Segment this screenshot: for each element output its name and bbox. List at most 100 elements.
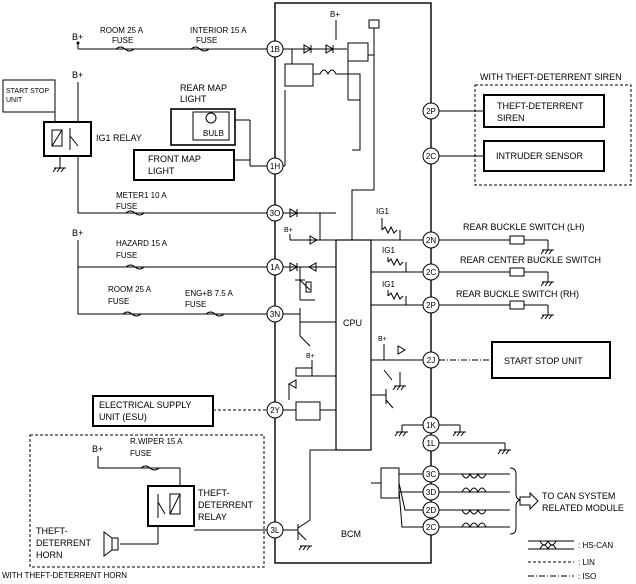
svg-text:RELAY: RELAY [198,512,227,522]
svg-text:B+: B+ [72,70,83,80]
pin-1A: 1A [266,258,284,276]
pin-2N: 2N [422,231,440,249]
svg-text:INTERIOR 15 A: INTERIOR 15 A [190,26,247,35]
svg-text:: ISO: : ISO [578,572,596,581]
rear-center-buckle: REAR CENTER BUCKLE SWITCH [439,255,601,287]
svg-text:UNIT (ESU): UNIT (ESU) [99,412,147,422]
svg-text:3L: 3L [271,526,280,535]
svg-text:FUSE: FUSE [116,202,137,211]
svg-text:B+: B+ [378,336,387,343]
pin-2J: 2J [422,351,440,369]
svg-text:RELATED MODULE: RELATED MODULE [542,503,624,513]
room-fuse-top: ROOM 25 A FUSE [100,26,144,52]
pin-2C-center: 2C [422,263,440,281]
svg-text:ROOM 25 A: ROOM 25 A [100,26,144,35]
svg-text:2P: 2P [426,107,436,116]
top-supply-line: B+ [72,32,267,50]
theft-horn-section: WITH THEFT-DETERRENT HORN B+ R.WIPER 15 … [2,434,267,580]
svg-text:HAZARD 15 A: HAZARD 15 A [116,239,168,248]
pin-3N: 3N [266,305,284,323]
svg-text:2J: 2J [427,356,435,365]
svg-text:THEFT-: THEFT- [36,526,68,536]
svg-text:START STOP: START STOP [6,88,49,95]
cpu-block [335,239,372,451]
front-map-light: FRONT MAP LIGHT [133,149,250,181]
to-can-system: TO CAN SYSTEM RELATED MODULE [519,491,624,513]
svg-text:IG1: IG1 [382,280,395,289]
svg-text:FUSE: FUSE [196,36,217,45]
pin-1H: 1H [266,157,284,175]
svg-text:FUSE: FUSE [116,251,137,260]
rear-buckle-lh: REAR BUCKLE SWITCH (LH) [439,222,585,255]
svg-text:2C: 2C [426,268,436,277]
pin-3C: 3C [422,465,440,483]
esu-box: ELECTRICAL SUPPLY UNIT (ESU) [92,395,267,427]
svg-text:1B: 1B [270,45,280,54]
svg-text:2N: 2N [426,236,436,245]
svg-text:2P: 2P [426,301,436,310]
svg-text:TO CAN SYSTEM: TO CAN SYSTEM [542,491,615,501]
svg-text:HORN: HORN [36,550,63,560]
rear-map-light: REAR MAP LIGHT BULB [170,83,267,167]
svg-text:THEFT-DETERRENT: THEFT-DETERRENT [497,101,584,111]
cpu-label: CPU [343,318,362,328]
ig1-relay: B+ IG1 RELAY [43,70,267,214]
ground-1K-1L [394,424,512,455]
svg-text:3C: 3C [426,470,436,479]
svg-text:ENG+B 7.5 A: ENG+B 7.5 A [185,289,233,298]
svg-text:LIGHT: LIGHT [180,94,207,104]
svg-text:DETERRENT: DETERRENT [198,500,254,510]
pin-1B: 1B [266,40,284,58]
svg-text:WITH THEFT-DETERRENT HORN: WITH THEFT-DETERRENT HORN [2,571,127,580]
svg-text:FRONT MAP: FRONT MAP [148,154,201,164]
svg-text:BULB: BULB [203,129,224,138]
svg-text:3O: 3O [270,209,281,218]
start-stop-unit-right: START STOP UNIT [439,341,611,379]
svg-text:ROOM 25 A: ROOM 25 A [108,285,152,294]
pin-2P-siren: 2P [422,102,440,120]
svg-text:: HS-CAN: : HS-CAN [578,541,613,550]
svg-text:1H: 1H [270,162,280,171]
svg-text:R.WIPER 15 A: R.WIPER 15 A [130,437,183,446]
svg-text:2C: 2C [426,523,436,532]
svg-text:IG1: IG1 [382,246,395,255]
svg-text:2C: 2C [426,152,436,161]
svg-text:LIGHT: LIGHT [148,166,175,176]
bcm-upper-internal: B+ [283,10,380,240]
svg-text:REAR BUCKLE SWITCH (LH): REAR BUCKLE SWITCH (LH) [463,222,585,232]
bcm-3L-internal [283,449,336,551]
can-transceiver [371,467,423,528]
pin-2Y: 2Y [266,401,284,419]
bcm-2Y-internal [283,401,336,421]
svg-text:B+: B+ [306,353,315,360]
hazard-fuse: B+ HAZARD 15 A FUSE [72,228,267,270]
bcm-2J-internal: B+ [371,336,423,409]
svg-text:1L: 1L [427,439,436,448]
svg-text:REAR MAP: REAR MAP [180,83,227,93]
svg-text:START STOP UNIT: START STOP UNIT [504,356,583,366]
start-stop-unit-left: START STOP UNIT [2,79,56,113]
interior-fuse: INTERIOR 15 A FUSE [190,26,247,52]
pin-2P-rh: 2P [422,296,440,314]
bcm-1A-internal [283,262,336,301]
pin-3O: 3O [266,204,284,222]
bcm-box [274,2,432,564]
svg-text:B+: B+ [284,227,293,234]
pin-1L: 1L [422,434,440,452]
pin-2C-intruder: 2C [422,147,440,165]
svg-text:THEFT-: THEFT- [198,488,230,498]
svg-text:IG1: IG1 [376,207,389,216]
svg-text:B+: B+ [72,32,83,42]
svg-text:IG1 RELAY: IG1 RELAY [96,133,142,143]
svg-text:UNIT: UNIT [6,97,23,104]
pin-3L: 3L [266,521,284,539]
svg-text:: LIN: : LIN [578,558,595,567]
bcm-3O-internal: B+ [283,208,336,245]
svg-text:ELECTRICAL SUPPLY: ELECTRICAL SUPPLY [99,400,192,410]
svg-text:1K: 1K [426,421,436,430]
rear-buckle-rh: REAR BUCKLE SWITCH (RH) [439,289,579,320]
svg-text:INTRUDER SENSOR: INTRUDER SENSOR [496,151,584,161]
svg-text:FUSE: FUSE [108,297,129,306]
pin-3D: 3D [422,483,440,501]
